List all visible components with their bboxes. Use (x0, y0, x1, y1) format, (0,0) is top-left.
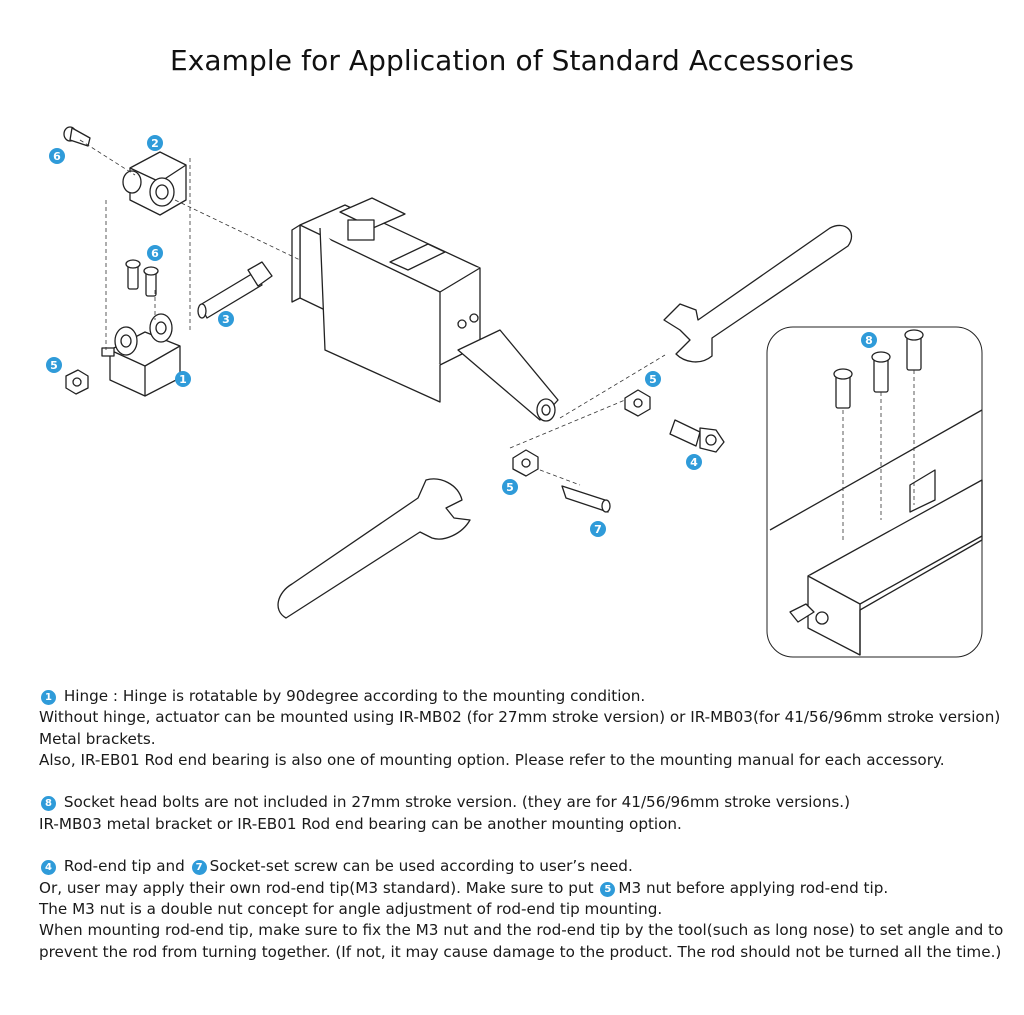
wrench-lower (277, 478, 471, 619)
note-4-line2: Or, user may apply their own rod-end tip… (39, 878, 1004, 899)
rod-end-tip (669, 419, 725, 453)
number-badge: 5 (600, 881, 616, 897)
number-badge: 7 (191, 860, 207, 876)
callout-5-left: 5 (46, 357, 62, 373)
nut-left (65, 369, 89, 395)
note-1-text: Hinge : Hinge is rotatable by 90degree a… (63, 687, 646, 705)
callout-5-right: 5 (645, 371, 661, 387)
callout-6-mid: 6 (147, 245, 163, 261)
number-badge: 8 (41, 796, 56, 812)
small-bolts (125, 259, 159, 297)
hinge-bolt-top (63, 126, 91, 147)
svg-text:5: 5 (506, 481, 514, 494)
note-1-line: 1 Hinge : Hinge is rotatable by 90degree… (39, 686, 1004, 707)
svg-text:8: 8 (865, 334, 873, 347)
note-8-line2: IR-MB03 metal bracket or IR-EB01 Rod end… (39, 814, 682, 833)
callout-4: 4 (686, 454, 702, 470)
svg-text:6: 6 (53, 150, 61, 163)
nut-right (624, 389, 651, 417)
number-badge: 1 (41, 690, 56, 705)
exploded-assembly-diagram: 6 2 6 3 5 1 5 4 5 7 8 (46, 126, 983, 658)
svg-text:2: 2 (151, 137, 159, 150)
wrench-upper (663, 224, 853, 363)
actuator-rod (457, 329, 559, 422)
callout-6-top: 6 (49, 148, 65, 164)
callout-2: 2 (147, 135, 163, 151)
note-4-line3: The M3 nut is a double nut concept for a… (39, 899, 663, 918)
svg-text:3: 3 (222, 313, 230, 326)
note-4-text-a: Rod-end tip and (63, 857, 185, 876)
note-4-text-b: Socket-set screw can be used according t… (209, 857, 633, 876)
socket-set-screw (561, 485, 611, 513)
callout-1: 1 (175, 371, 191, 387)
number-badge: 4 (41, 860, 56, 876)
inset-detail (766, 326, 983, 658)
hinge-pin (197, 261, 273, 319)
svg-text:4: 4 (690, 456, 698, 469)
note-4-line2-post: M3 nut before applying rod-end tip. (618, 878, 889, 897)
hinge-top-part (122, 151, 187, 216)
note-1-line3: Also, IR-EB01 Rod end bearing is also on… (39, 750, 945, 769)
callout-8: 8 (861, 332, 877, 348)
nut-lower (512, 449, 539, 477)
note-4-line2-pre: Or, user may apply their own rod-end tip… (39, 878, 594, 897)
callout-7: 7 (590, 521, 606, 537)
callout-3: 3 (218, 311, 234, 327)
hinge-bottom-part (101, 313, 181, 397)
svg-text:7: 7 (594, 523, 602, 536)
svg-text:5: 5 (649, 373, 657, 386)
note-1-line2: Without hinge, actuator can be mounted u… (39, 708, 1001, 748)
svg-text:1: 1 (179, 373, 187, 386)
callout-5-lower: 5 (502, 479, 518, 495)
page-title: Example for Application of Standard Acce… (169, 44, 855, 77)
actuator-body (291, 197, 481, 403)
note-8-text: Socket head bolts are not included in 27… (63, 793, 851, 812)
note-8-line: 8 Socket head bolts are not included in … (39, 792, 1004, 813)
note-4-line4: When mounting rod-end tip, make sure to … (39, 921, 1004, 961)
svg-text:6: 6 (151, 247, 159, 260)
notes-section: 1 Hinge : Hinge is rotatable by 90degree… (39, 686, 1004, 963)
svg-text:5: 5 (50, 359, 58, 372)
